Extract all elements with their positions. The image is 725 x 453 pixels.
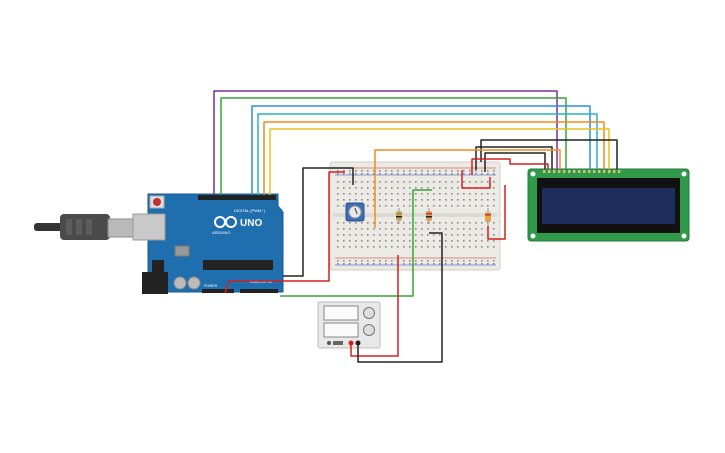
black-wire[interactable]: [283, 167, 354, 277]
red-wire[interactable]: [350, 255, 399, 357]
green-wire[interactable]: [280, 189, 432, 297]
power-jack: [142, 272, 168, 294]
resistor-icon[interactable]: [396, 208, 402, 224]
power-supply-icon[interactable]: [317, 301, 381, 349]
voltage-display: [323, 305, 359, 321]
lcd-screen: [542, 188, 675, 224]
arduino-model-text: UNO: [240, 218, 262, 229]
voltage-knob[interactable]: [363, 307, 375, 319]
green-wire[interactable]: [220, 97, 567, 195]
power-header-label: POWER: [204, 284, 218, 288]
voltage-regulator: [152, 260, 164, 272]
yellow-wire[interactable]: [269, 128, 610, 195]
usb-cable[interactable]: [34, 214, 135, 240]
arduino-uno-board[interactable]: DIGITAL (PWM~) UNO ARDUINO POWER ANALOG …: [132, 193, 284, 294]
digital-header: [198, 195, 276, 200]
arduino-brand-text: ARDUINO: [212, 230, 230, 235]
purple-wire[interactable]: [213, 90, 558, 195]
power-switch[interactable]: [333, 341, 343, 345]
lcd-16x2-module[interactable]: [527, 168, 690, 242]
red-wire[interactable]: [487, 185, 506, 240]
arduino-logo-icon: [214, 216, 237, 228]
black-wire[interactable]: [357, 232, 443, 363]
orange-wire[interactable]: [374, 149, 561, 228]
digital-header-label: DIGITAL (PWM~): [234, 208, 266, 213]
power-header: [202, 289, 234, 293]
analog-header: [240, 289, 278, 293]
breadboard-holes: [337, 170, 495, 265]
red-wire[interactable]: [461, 170, 491, 189]
usb-b-port: [132, 213, 166, 241]
breadboard[interactable]: [329, 161, 501, 271]
usb-cable-tail: [34, 223, 62, 231]
red-wire[interactable]: [224, 171, 345, 294]
atmega-chip: [203, 260, 273, 270]
usb-plug-icon: [60, 214, 110, 240]
potentiometer-icon[interactable]: [345, 202, 365, 222]
black-wire[interactable]: [484, 152, 546, 172]
resistor-icon[interactable]: [426, 208, 432, 224]
orange-wire[interactable]: [263, 121, 605, 195]
current-knob[interactable]: [363, 324, 375, 336]
red-wire[interactable]: [471, 158, 549, 175]
current-display: [323, 322, 359, 338]
black-wire[interactable]: [480, 139, 618, 169]
resistor-icon[interactable]: [485, 208, 491, 226]
usb-connector: [107, 218, 135, 238]
center-channel: [333, 213, 497, 217]
blue-wire[interactable]: [251, 105, 591, 195]
cyan-wire[interactable]: [257, 113, 598, 195]
crystal: [174, 245, 190, 257]
lcd-pin-header: [543, 170, 621, 173]
wires: [213, 90, 618, 363]
